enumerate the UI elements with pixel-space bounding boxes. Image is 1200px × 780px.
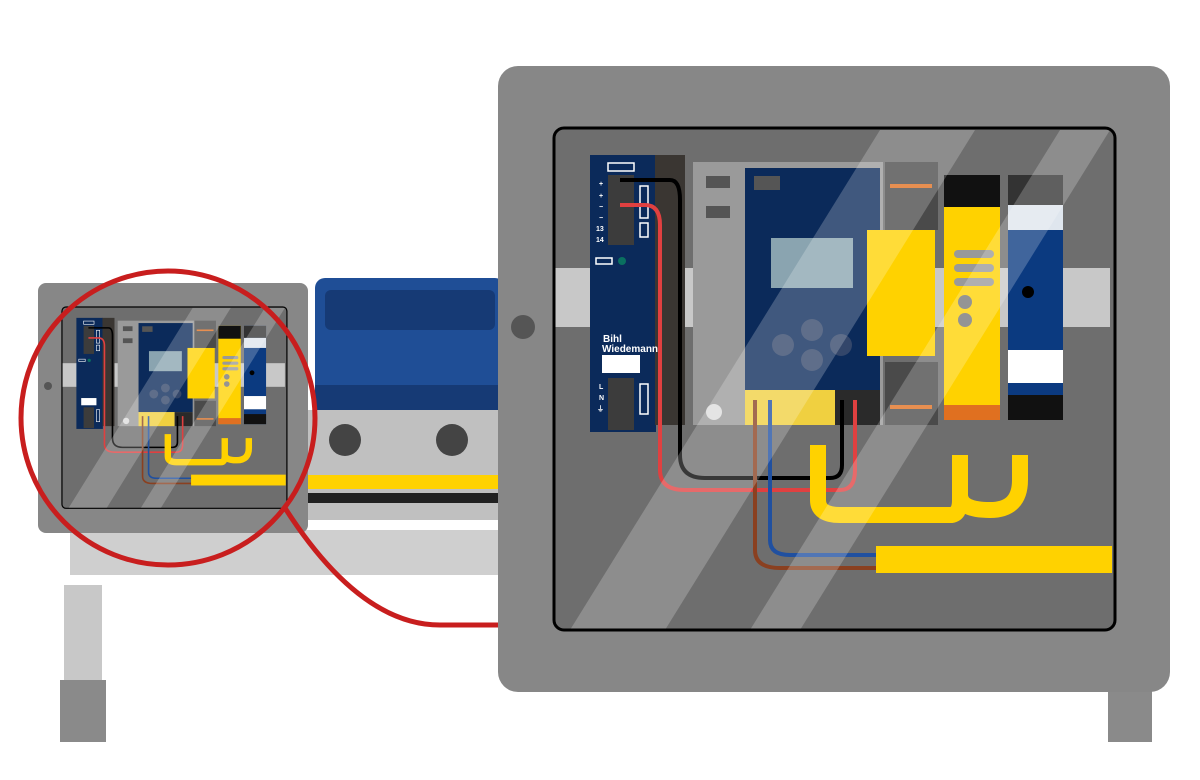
svg-text:−: − [599, 215, 603, 222]
conveyor-body [300, 410, 520, 520]
svg-text:13: 13 [596, 226, 604, 233]
svg-text:14: 14 [596, 237, 604, 244]
stand-leg [64, 585, 102, 680]
svg-text:−: − [599, 204, 603, 211]
svg-text:+: + [599, 193, 603, 200]
svg-text:⏚: ⏚ [597, 405, 604, 413]
cabinet-small-interior [62, 307, 287, 508]
svg-text:N: N [599, 395, 604, 402]
power-supply-labels: + + − − 13 14 L N ⏚ Bihl Wiedemann [596, 181, 658, 413]
cabinet-interior [554, 128, 1115, 630]
svg-text:L: L [599, 384, 604, 391]
zoom-highlight-circle [18, 268, 318, 568]
cabinet-lock-icon [511, 315, 535, 339]
stand-foot [60, 680, 106, 742]
svg-text:+: + [599, 181, 603, 188]
motor [315, 278, 505, 410]
conveyor-frame [70, 530, 520, 575]
svg-text:Wiedemann: Wiedemann [602, 344, 658, 355]
zoom-connector-line [282, 506, 498, 628]
brand-logo: Bihl [603, 334, 622, 345]
